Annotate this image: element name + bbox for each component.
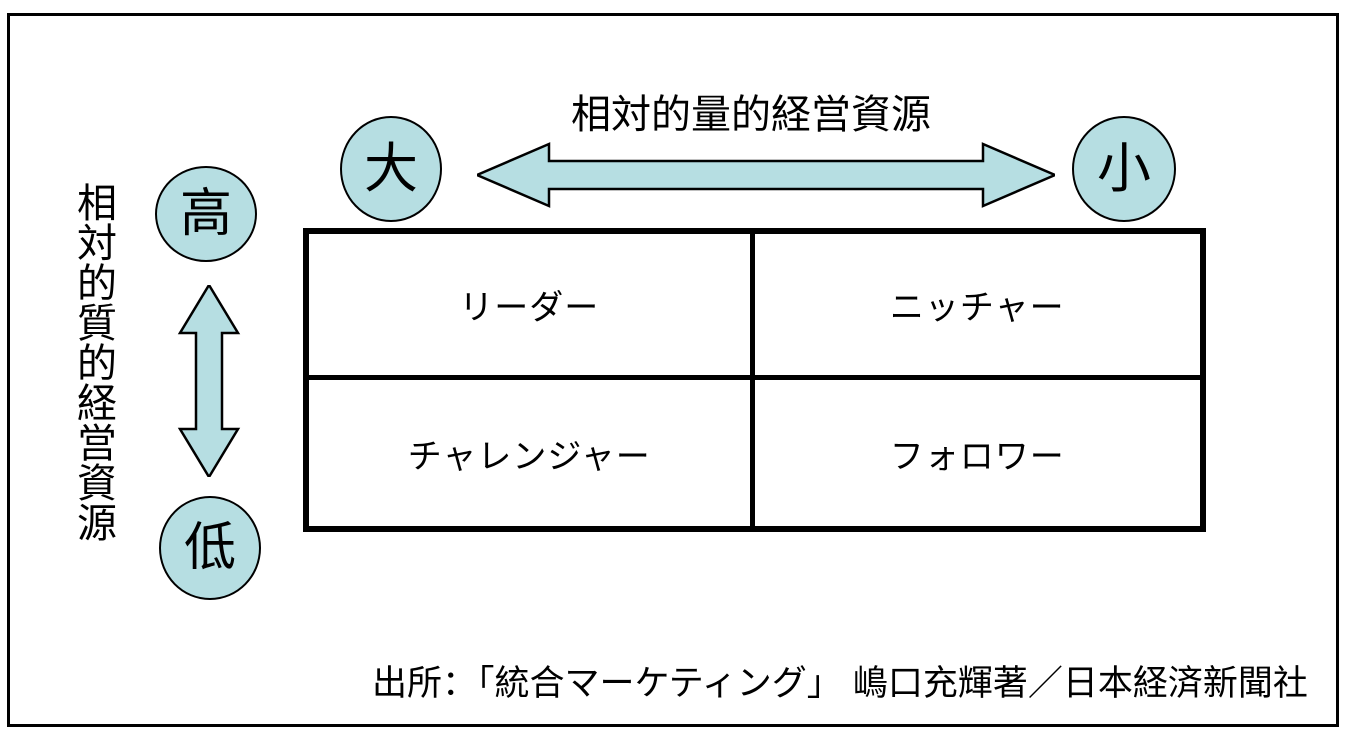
matrix-cell-label: フォロワー [889, 436, 1065, 477]
horizontal-axis-label: 相対的量的経営資源 [571, 92, 931, 138]
vertical-axis-label: 相対的質的経営資源 [70, 182, 116, 542]
bubble-large: 大 [340, 116, 442, 222]
matrix-cell-nicher: ニッチャー [754, 234, 1200, 380]
bubble-low: 低 [159, 496, 261, 600]
bubble-high-label: 高 [179, 184, 232, 244]
bubble-high: 高 [155, 166, 257, 262]
matrix-cell-label: チャレンジャー [407, 436, 651, 477]
bubble-small: 小 [1072, 116, 1176, 222]
matrix-cell-follower: フォロワー [754, 380, 1200, 526]
matrix-cell-leader: リーダー [309, 234, 755, 380]
strategy-matrix: リーダー ニッチャー チャレンジャー フォロワー [303, 228, 1206, 532]
bubble-small-label: 小 [1097, 137, 1151, 200]
matrix-cell-challenger: チャレンジャー [309, 380, 755, 526]
matrix-cell-label: リーダー [459, 288, 600, 328]
bubble-large-label: 大 [364, 137, 418, 200]
bubble-low-label: 低 [183, 518, 236, 578]
double-headed-horizontal-arrow-icon [477, 142, 1055, 208]
matrix-cell-label: ニッチャー [889, 288, 1065, 328]
source-credit: 出所：「統合マーケティング」 嶋口充輝著／日本経済新聞社 [372, 664, 1308, 704]
double-headed-vertical-arrow-icon [177, 285, 241, 477]
